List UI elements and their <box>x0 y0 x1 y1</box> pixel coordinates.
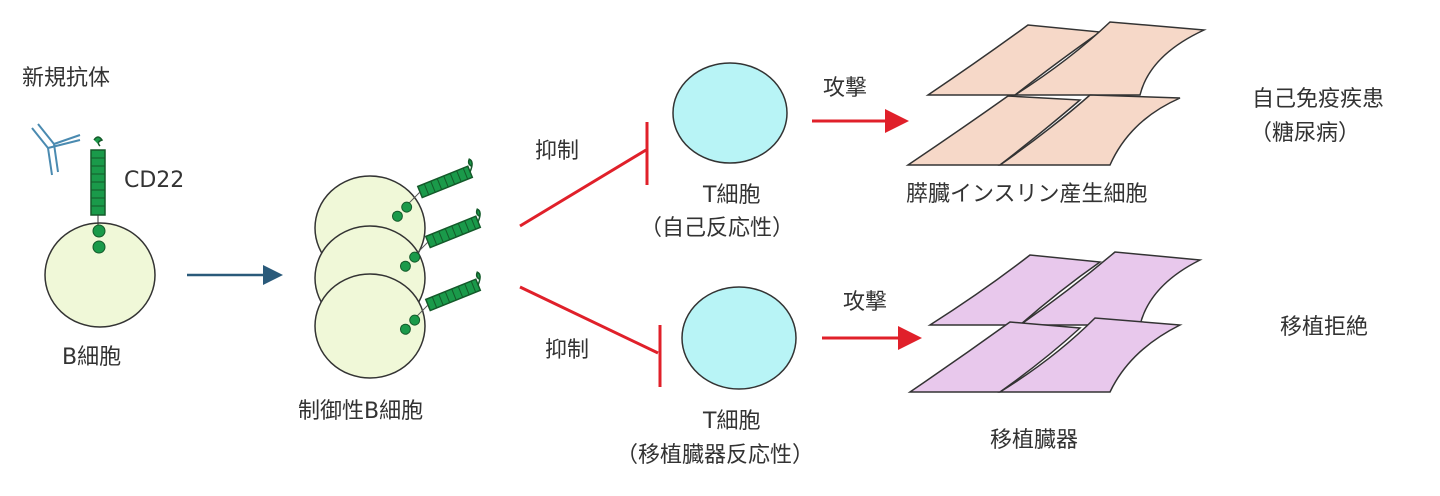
attack-label-top: 攻撃 <box>823 76 867 101</box>
rejection-label: 移植拒絶 <box>1280 315 1368 340</box>
b-cell <box>44 222 156 328</box>
suppress-label-top: 抑制 <box>535 139 579 164</box>
inhibit-arrow-bottom <box>519 285 662 387</box>
t-cell-top-label: T細胞 <box>702 183 760 208</box>
transplant-organ-image <box>907 251 1203 393</box>
b-cell-label: B細胞 <box>62 345 121 370</box>
pancreas-cells-label: 膵臓インスリン産生細胞 <box>906 182 1148 207</box>
new-antibody-label: 新規抗体 <box>22 66 110 91</box>
suppress-label-bottom: 抑制 <box>545 338 589 363</box>
inhibit-arrow-top <box>519 122 649 228</box>
t-cell-bottom-label: T細胞 <box>702 409 760 434</box>
transplant-organ-label: 移植臓器 <box>990 428 1078 453</box>
regulatory-b-cells <box>314 175 426 379</box>
antibody-icon <box>31 123 81 176</box>
t-cell-top-sub-label: （自己反応性） <box>640 216 794 241</box>
t-cell-autoreactive <box>672 62 788 164</box>
autoimmune-sub-label: （糖尿病） <box>1250 121 1360 146</box>
pancreas-cells-image <box>905 21 1207 166</box>
attack-label-bottom: 攻撃 <box>843 290 887 315</box>
cd22-label: CD22 <box>124 168 184 193</box>
t-cell-bottom-sub-label: （移植臓器反応性） <box>616 443 814 468</box>
regulatory-b-cell-label: 制御性B細胞 <box>298 399 423 424</box>
autoimmune-label: 自己免疫疾患 <box>1252 87 1384 112</box>
cd22-receptor-icon <box>90 136 106 216</box>
t-cell-transplant-reactive <box>681 286 797 390</box>
